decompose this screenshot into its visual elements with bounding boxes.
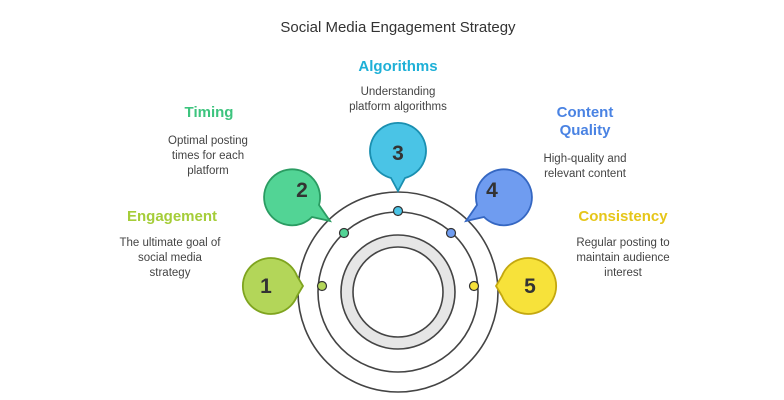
- step-5-number: 5: [524, 275, 536, 298]
- step-4-desc-line-2: relevant content: [544, 168, 627, 180]
- step-1-desc-line-1: The ultimate goal of: [119, 237, 221, 249]
- step-3-heading: Algorithms: [358, 58, 437, 75]
- ring-marker-1: [316, 280, 328, 292]
- step-5-bubble: [494, 257, 558, 315]
- step-5-desc-line-1: Regular posting to: [576, 237, 669, 249]
- step-4-heading-line-2: Quality: [560, 122, 612, 139]
- step-1-heading: Engagement: [127, 208, 217, 225]
- step-4-bubble: [463, 168, 533, 227]
- ring-marker-5: [468, 280, 480, 292]
- step-4-heading-line-1: Content: [557, 104, 614, 121]
- concentric-rings: [297, 191, 499, 393]
- step-timing: 2 Timing Optimal posting times for each …: [168, 104, 350, 239]
- ring-marker-2: [338, 227, 350, 239]
- step-1-number: 1: [260, 275, 272, 298]
- inner-hub-core: [352, 246, 444, 338]
- step-2-bubble: [263, 168, 333, 227]
- step-content-quality: 4 Content Quality High-quality and relev…: [445, 104, 627, 239]
- step-algorithms: 3 Algorithms Understanding platform algo…: [349, 58, 447, 217]
- step-3-desc-line-1: Understanding: [361, 86, 436, 98]
- step-engagement: 1 Engagement The ultimate goal of social…: [119, 208, 328, 315]
- step-5-desc-line-3: interest: [604, 267, 643, 279]
- step-2-desc-line-3: platform: [187, 165, 229, 177]
- step-5-heading: Consistency: [578, 208, 668, 225]
- step-2-number: 2: [296, 179, 308, 202]
- ring-marker-4: [445, 227, 457, 239]
- step-2-desc-line-1: Optimal posting: [168, 135, 248, 147]
- ring-marker-3: [392, 205, 404, 217]
- step-1-desc-line-2: social media: [138, 252, 203, 264]
- step-4-number: 4: [486, 179, 498, 202]
- step-4-desc-line-1: High-quality and: [543, 153, 626, 165]
- step-3-desc-line-2: platform algorithms: [349, 101, 447, 113]
- step-consistency: 5 Consistency Regular posting to maintai…: [468, 208, 670, 315]
- step-3-number: 3: [392, 142, 404, 165]
- step-1-bubble: [241, 257, 305, 315]
- step-2-desc-line-2: times for each: [172, 150, 244, 162]
- step-5-desc-line-2: maintain audience: [576, 252, 669, 264]
- diagram-title: Social Media Engagement Strategy: [280, 19, 516, 36]
- step-3-bubble: [369, 122, 427, 193]
- step-1-desc-line-3: strategy: [150, 267, 191, 279]
- step-2-heading: Timing: [185, 104, 234, 121]
